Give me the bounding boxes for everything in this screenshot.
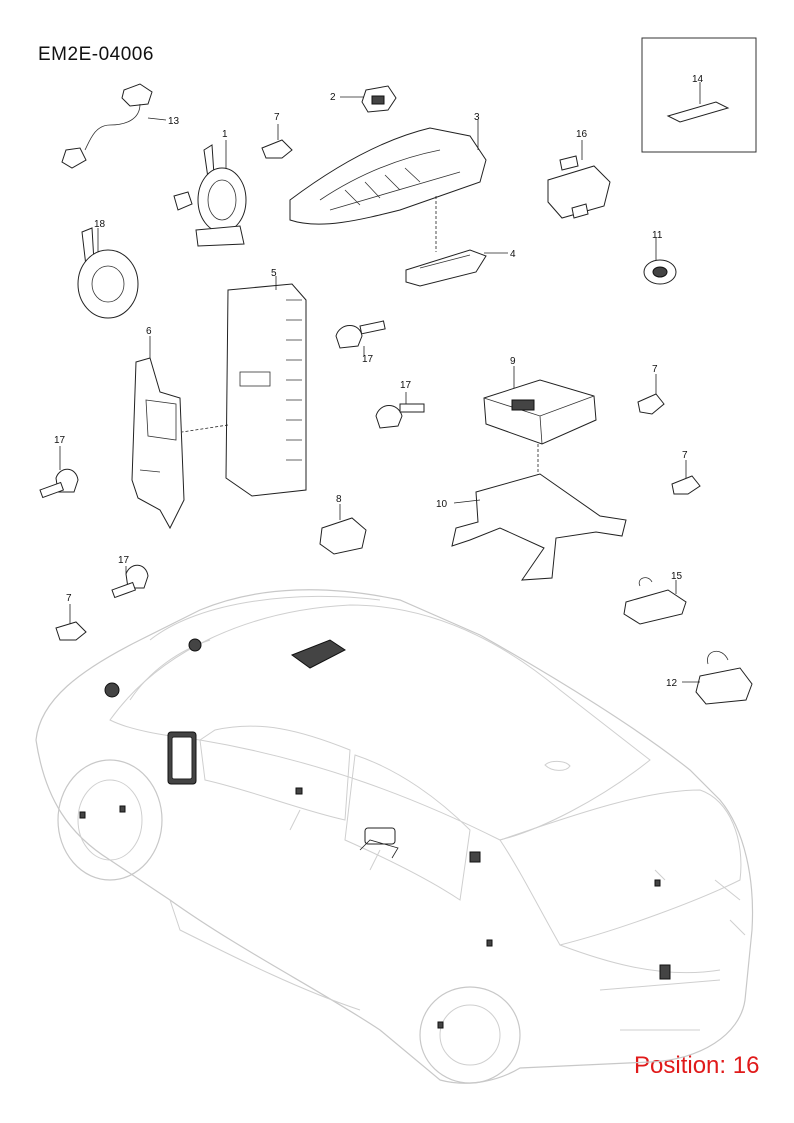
- part-7-sensor-left: [55, 604, 87, 641]
- part-6-bracket: [131, 336, 185, 530]
- callout-17-d: 17: [118, 555, 130, 566]
- part-7-sensor-right-1: [637, 374, 665, 415]
- part-4-bracket: [405, 249, 508, 287]
- part-17-valve-2: [375, 392, 425, 429]
- callout-18: 18: [94, 219, 106, 230]
- part-14-label-box: [641, 37, 757, 153]
- callout-4: 4: [510, 249, 516, 260]
- part-1-horn: [173, 140, 247, 247]
- callout-3: 3: [474, 112, 480, 123]
- callout-7-left: 7: [66, 593, 72, 604]
- callout-17-b: 17: [400, 380, 412, 391]
- callout-12: 12: [666, 678, 678, 689]
- callout-10: 10: [436, 499, 448, 510]
- callout-9: 9: [510, 356, 516, 367]
- callout-11: 11: [652, 230, 663, 241]
- position-label: Position: 16: [634, 1052, 760, 1079]
- part-17-valve-3: [39, 446, 79, 499]
- part-15-switch: [623, 577, 687, 625]
- part-17-valve-4: [111, 564, 149, 599]
- callout-16: 16: [576, 129, 588, 140]
- callout-7-right-2: 7: [682, 450, 688, 461]
- part-16-control-module: [547, 140, 611, 219]
- callout-2: 2: [330, 92, 336, 103]
- part-11-parking-sensor: [643, 238, 677, 285]
- callout-17-a: 17: [362, 354, 374, 365]
- part-10-mounting-bracket: [451, 473, 627, 581]
- part-3-bracket-tray: [289, 120, 487, 252]
- part-18-horn: [77, 227, 139, 319]
- callout-7-right-1: 7: [652, 364, 658, 375]
- callout-17-c: 17: [54, 435, 66, 446]
- part-8-sensor: [319, 504, 367, 555]
- part-12-connector: [682, 651, 753, 705]
- callout-15: 15: [671, 571, 683, 582]
- part-9-module: [483, 366, 597, 478]
- callout-6: 6: [146, 326, 152, 337]
- callout-8: 8: [336, 494, 342, 505]
- part-17-valve-1: [335, 320, 386, 356]
- document-code: EM2E-04006: [38, 44, 154, 65]
- part-7-sensor-right-2: [671, 460, 701, 495]
- part-2-sensor: [340, 85, 397, 113]
- callout-14: 14: [692, 74, 704, 85]
- car-outline: [35, 589, 754, 1084]
- callout-5: 5: [271, 268, 277, 279]
- callout-1: 1: [222, 129, 228, 140]
- part-7-sensor-top: [261, 124, 293, 159]
- part-5-fuse-box: [181, 276, 307, 497]
- callout-13: 13: [168, 116, 180, 127]
- callout-7-top: 7: [274, 112, 280, 123]
- part-13-sensor-cable: [61, 83, 167, 169]
